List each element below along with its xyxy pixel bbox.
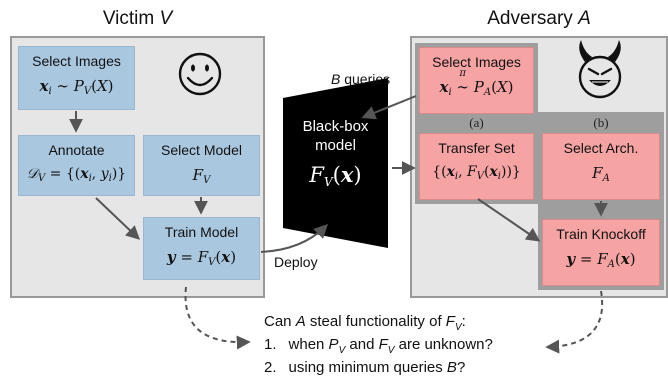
question-item-1-number: 1. — [264, 336, 277, 353]
question-item-1: 1.when PV and FV are unknown? — [264, 336, 493, 356]
victim-select-model-label: Select Model — [161, 142, 242, 158]
adversary-train-knockoff-formula: y = FA(x) — [566, 250, 636, 270]
question-middle: steal functionality of — [305, 313, 446, 330]
black-box-model-label: Black-box model FV(x) — [283, 118, 388, 189]
adversary-select-images-box: Select Images xi ∼π PA(X) — [419, 47, 534, 114]
happy-face-icon — [178, 52, 222, 96]
black-box-formula: FV(x) — [309, 162, 362, 189]
question-var-f: F — [445, 313, 455, 330]
victim-select-images-label: Select Images — [32, 53, 121, 69]
arrow-transfer-to-knockoff — [477, 198, 541, 242]
queries-label: B queries — [331, 71, 390, 87]
black-box-line1: Black-box — [302, 118, 369, 135]
victim-annotate-box: Annotate 𝒟V = {(xi, yi)} — [18, 135, 135, 196]
queries-text: queries — [340, 71, 391, 87]
dashed-arrow-victim-to-question — [184, 286, 251, 350]
victim-select-images-box: Select Images xi ∼ PV(X) — [18, 46, 135, 110]
question-item-2-number: 2. — [264, 359, 277, 376]
adversary-transfer-set-formula: {(xi, FV(xi))} — [432, 164, 521, 182]
victim-select-model-formula: FV — [192, 166, 211, 186]
adversary-select-arch-box: Select Arch. FA — [542, 133, 660, 200]
adversary-title-var: A — [578, 8, 591, 29]
victim-title-var: V — [159, 8, 173, 29]
adversary-select-images-formula: xi ∼π PA(X) — [439, 68, 514, 98]
victim-annotate-label: Annotate — [48, 142, 105, 158]
victim-select-model-box: Select Model FV — [143, 135, 260, 196]
dashed-arrow-adversary-to-question — [545, 290, 604, 354]
adversary-transfer-set-box: Transfer Set {(xi, FV(xi))} — [419, 133, 534, 200]
question-var-a: A — [295, 313, 306, 330]
arrow-annotate-to-train — [95, 197, 141, 240]
queries-var: B — [331, 71, 341, 87]
question-suffix: : — [461, 313, 466, 330]
victim-train-model-formula: y = FV(x) — [166, 248, 237, 268]
victim-annotate-formula: 𝒟V = {(xi, yi)} — [26, 166, 127, 184]
deploy-label: Deploy — [274, 254, 318, 270]
adversary-select-images-label: Select Images — [432, 54, 521, 70]
adversary-title: Adversary A — [410, 8, 668, 30]
adversary-train-knockoff-box: Train Knockoff y = FA(x) — [542, 219, 660, 286]
adversary-title-text: Adversary — [487, 8, 579, 29]
adversary-transfer-set-label: Transfer Set — [438, 140, 515, 156]
group-b-tag: (b) — [593, 115, 609, 130]
arrow-queries — [361, 95, 417, 120]
black-box-model-shape — [283, 78, 388, 248]
question-item-2: 2.using minimum queries B? — [264, 359, 466, 376]
victim-title: Victim V — [10, 8, 265, 30]
arrow-deploy — [260, 224, 328, 253]
group-a-tag: (a) — [469, 115, 484, 130]
adversary-select-arch-formula: FA — [592, 164, 610, 184]
black-box-line2: model — [315, 137, 356, 154]
victim-title-text: Victim — [102, 8, 160, 29]
question-prefix: Can — [264, 313, 296, 330]
adversary-train-knockoff-label: Train Knockoff — [556, 226, 646, 242]
victim-train-model-label: Train Model — [164, 224, 239, 240]
devil-face-icon — [578, 40, 622, 99]
adversary-select-arch-label: Select Arch. — [563, 140, 639, 156]
question-heading: Can A steal functionality of FV: — [264, 313, 466, 333]
victim-select-images-formula: xi ∼ PV(X) — [39, 77, 114, 97]
victim-train-model-box: Train Model y = FV(x) — [143, 217, 260, 280]
question-var-f-sub: V — [454, 322, 462, 333]
